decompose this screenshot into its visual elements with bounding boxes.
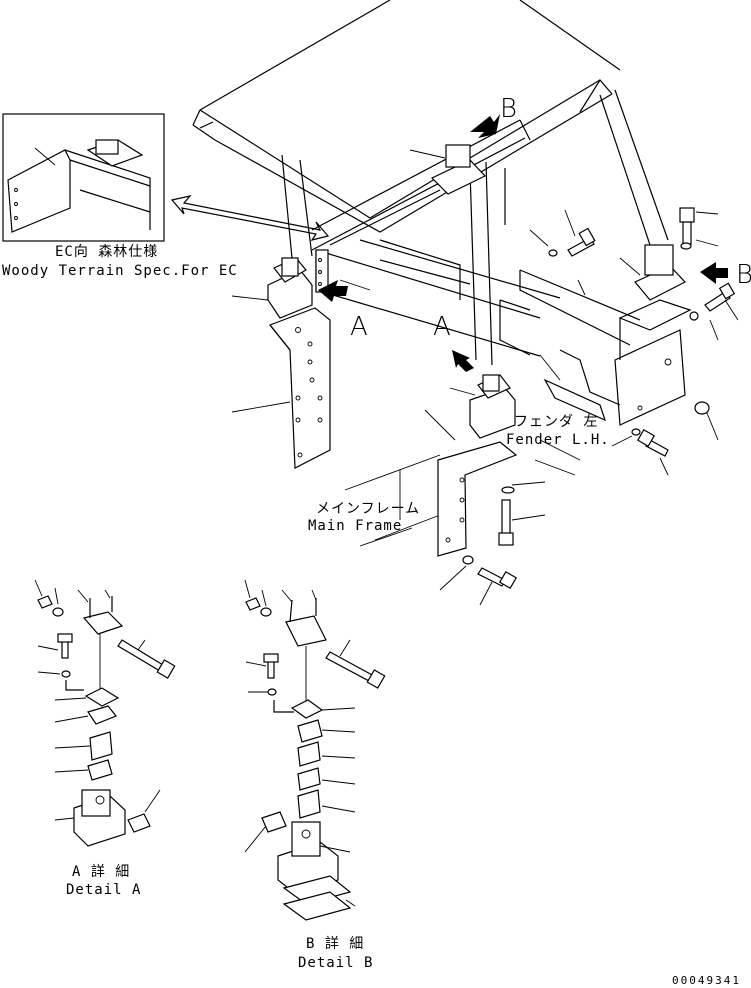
main-frame-jp-label: メインフレーム [316,501,421,517]
left-bracket [269,307,331,469]
main-view-fasteners [462,207,736,590]
ec-inset [2,113,165,242]
detail-b-drawing [244,579,386,921]
canopy-roof [192,0,621,233]
frame-rail [315,239,561,357]
main-frame-lower [344,454,441,541]
center-mount [469,374,516,439]
main-frame-en-label: Main Frame [308,518,403,534]
inset-link-arrow [170,195,330,241]
detail-a-drawing [34,579,176,847]
rops-legs [281,89,669,366]
fender-lh [534,378,606,476]
detail-b-jp-label: B 詳 細 [306,936,365,952]
detail-b-en-label: Detail B [298,955,374,971]
fender-en-label: Fender L.H. [506,432,610,448]
right-b-mount [634,244,686,301]
ec-inset-jp-label: EC向 森林仕様 [55,244,159,260]
upper-b-mount [430,144,486,195]
drawing-number: 00049341 [672,974,741,987]
fender-jp-label: フェンダ 左 [514,414,599,430]
view-b-label-right: B [736,260,751,290]
ec-inset-en-label: Woody Terrain Spec.For EC [2,263,238,279]
detail-a-jp-label: A 詳 細 [72,864,131,880]
view-b-label-top: B [500,94,518,124]
rear-cross-beam [311,119,531,251]
center-bracket [437,441,518,557]
view-arrows [318,114,728,372]
detail-a-en-label: Detail A [66,882,142,898]
leader-lines [231,149,739,606]
rear-frame-plate [499,269,692,426]
left-mount [267,257,313,319]
view-a-label-center: A [433,312,451,342]
view-a-label-left: A [350,312,368,342]
